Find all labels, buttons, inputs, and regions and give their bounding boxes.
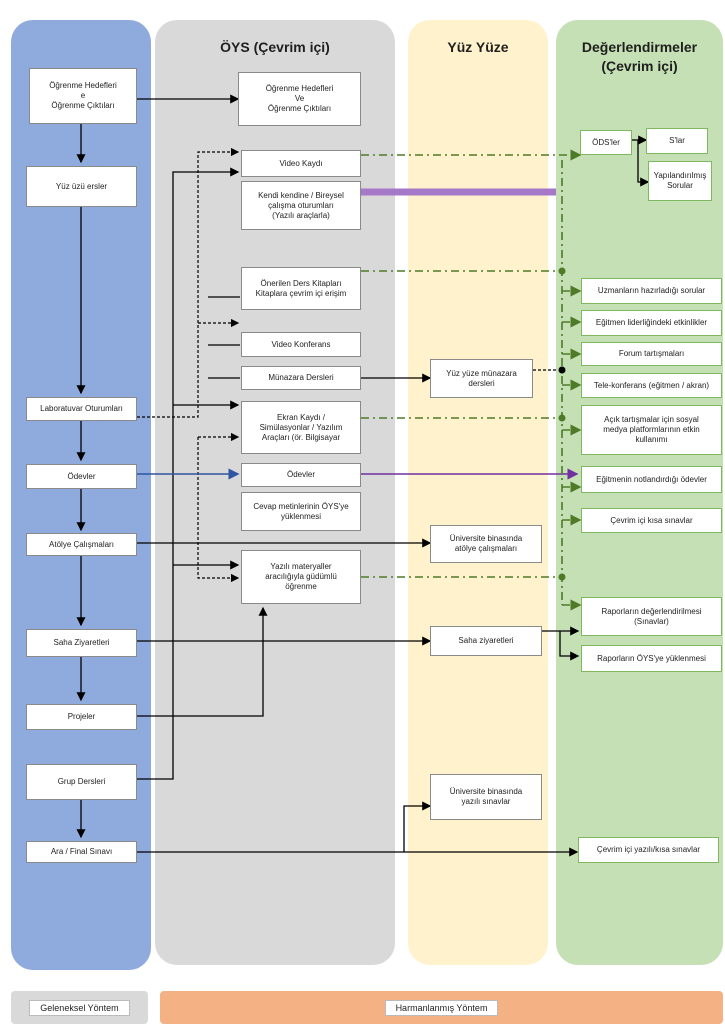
eval-social-media-box[interactable]: Açık tartışmalar için sosyal medya platf…	[581, 405, 722, 455]
face-workshop-box[interactable]: Üniversite binasında atölye çalışmaları	[430, 525, 542, 563]
eval-ods-box[interactable]: ÖDS'ler	[580, 130, 632, 155]
lms-video-conf-box[interactable]: Video Konferans	[241, 332, 361, 357]
trad-lab-box[interactable]: Laboratuvar Oturumları	[26, 397, 137, 421]
eval-forum-box[interactable]: Forum tartışmaları	[581, 342, 722, 366]
trad-objectives-box[interactable]: Öğrenme Hedefleri e Öğrenme Çıktıları	[29, 68, 137, 124]
lms-video-box[interactable]: Video Kaydı	[241, 150, 361, 177]
lms-objectives-box[interactable]: Öğrenme Hedefleri Ve Öğrenme Çıktıları	[238, 72, 361, 126]
face-lane-title: Yüz Yüze	[447, 39, 509, 55]
face-exam-box[interactable]: Üniversite binasında yazılı sınavlar	[430, 774, 542, 820]
trad-field-visits-box[interactable]: Saha Ziyaretleri	[26, 629, 137, 657]
eval-graded-homework-box[interactable]: Eğitmenin notlandırdığı ödevler	[581, 466, 722, 493]
lms-self-study-box[interactable]: Kendi kendine / Bireysel çalışma oturuml…	[241, 181, 361, 230]
trad-lectures-box[interactable]: Yüz üzü ersler	[26, 166, 137, 207]
trad-workshop-box[interactable]: Atölye Çalışmaları	[26, 533, 137, 556]
face-field-visits-box[interactable]: Saha ziyaretleri	[430, 626, 542, 656]
eval-written-exam-box[interactable]: Çevrim içi yazılı/kısa sınavlar	[578, 837, 719, 863]
legend-traditional-label: Geleneksel Yöntem	[29, 999, 130, 1016]
legend-blended: Harmanlanmış Yöntem	[160, 991, 723, 1024]
eval-teleconf-box[interactable]: Tele-konferans (eğitmen / akran)	[581, 373, 722, 398]
eval-expert-box[interactable]: Uzmanların hazırladığı sorular	[581, 278, 722, 304]
trad-exam-box[interactable]: Ara / Final Sınavı	[26, 841, 137, 863]
lms-lane-title: ÖYS (Çevrim içi)	[220, 39, 330, 55]
lms-books-box[interactable]: Önerilen Ders Kitapları Kitaplara çevrim…	[241, 267, 361, 310]
eval-structured-box[interactable]: Yapılandırılmış Sorular	[648, 161, 712, 201]
eval-reports-eval-box[interactable]: Raporların değerlendirilmesi (Sınavlar)	[581, 597, 722, 636]
legend-blended-label: Harmanlanmış Yöntem	[384, 999, 499, 1016]
legend-traditional: Geleneksel Yöntem	[11, 991, 148, 1024]
eval-lane-title: Değerlendirmeler (Çevrim içi)	[581, 39, 698, 74]
lms-homework-box[interactable]: Ödevler	[241, 463, 361, 487]
eval-quiz-box[interactable]: Çevrim içi kısa sınavlar	[581, 508, 722, 533]
face-debate-box[interactable]: Yüz yüze münazara dersleri	[430, 359, 533, 398]
trad-projects-box[interactable]: Projeler	[26, 704, 137, 730]
eval-reports-upload-box[interactable]: Raporların ÖYS'ye yüklenmesi	[581, 645, 722, 672]
lms-debate-box[interactable]: Münazara Dersleri	[241, 366, 361, 390]
trad-group-lessons-box[interactable]: Grup Dersleri	[26, 764, 137, 800]
trad-homework-box[interactable]: Ödevler	[26, 464, 137, 489]
eval-instructor-led-box[interactable]: Eğitmen liderliğindeki etkinlikler	[581, 310, 722, 336]
lms-guided-box[interactable]: Yazılı materyaller aracılığıyla güdümlü …	[241, 550, 361, 604]
lms-screen-rec-box[interactable]: Ekran Kaydı / Simülasyonlar / Yazılım Ar…	[241, 401, 361, 454]
lms-upload-box[interactable]: Cevap metinlerinin ÖYS'ye yüklenmesi	[241, 492, 361, 531]
eval-s-box[interactable]: S'lar	[646, 128, 708, 154]
